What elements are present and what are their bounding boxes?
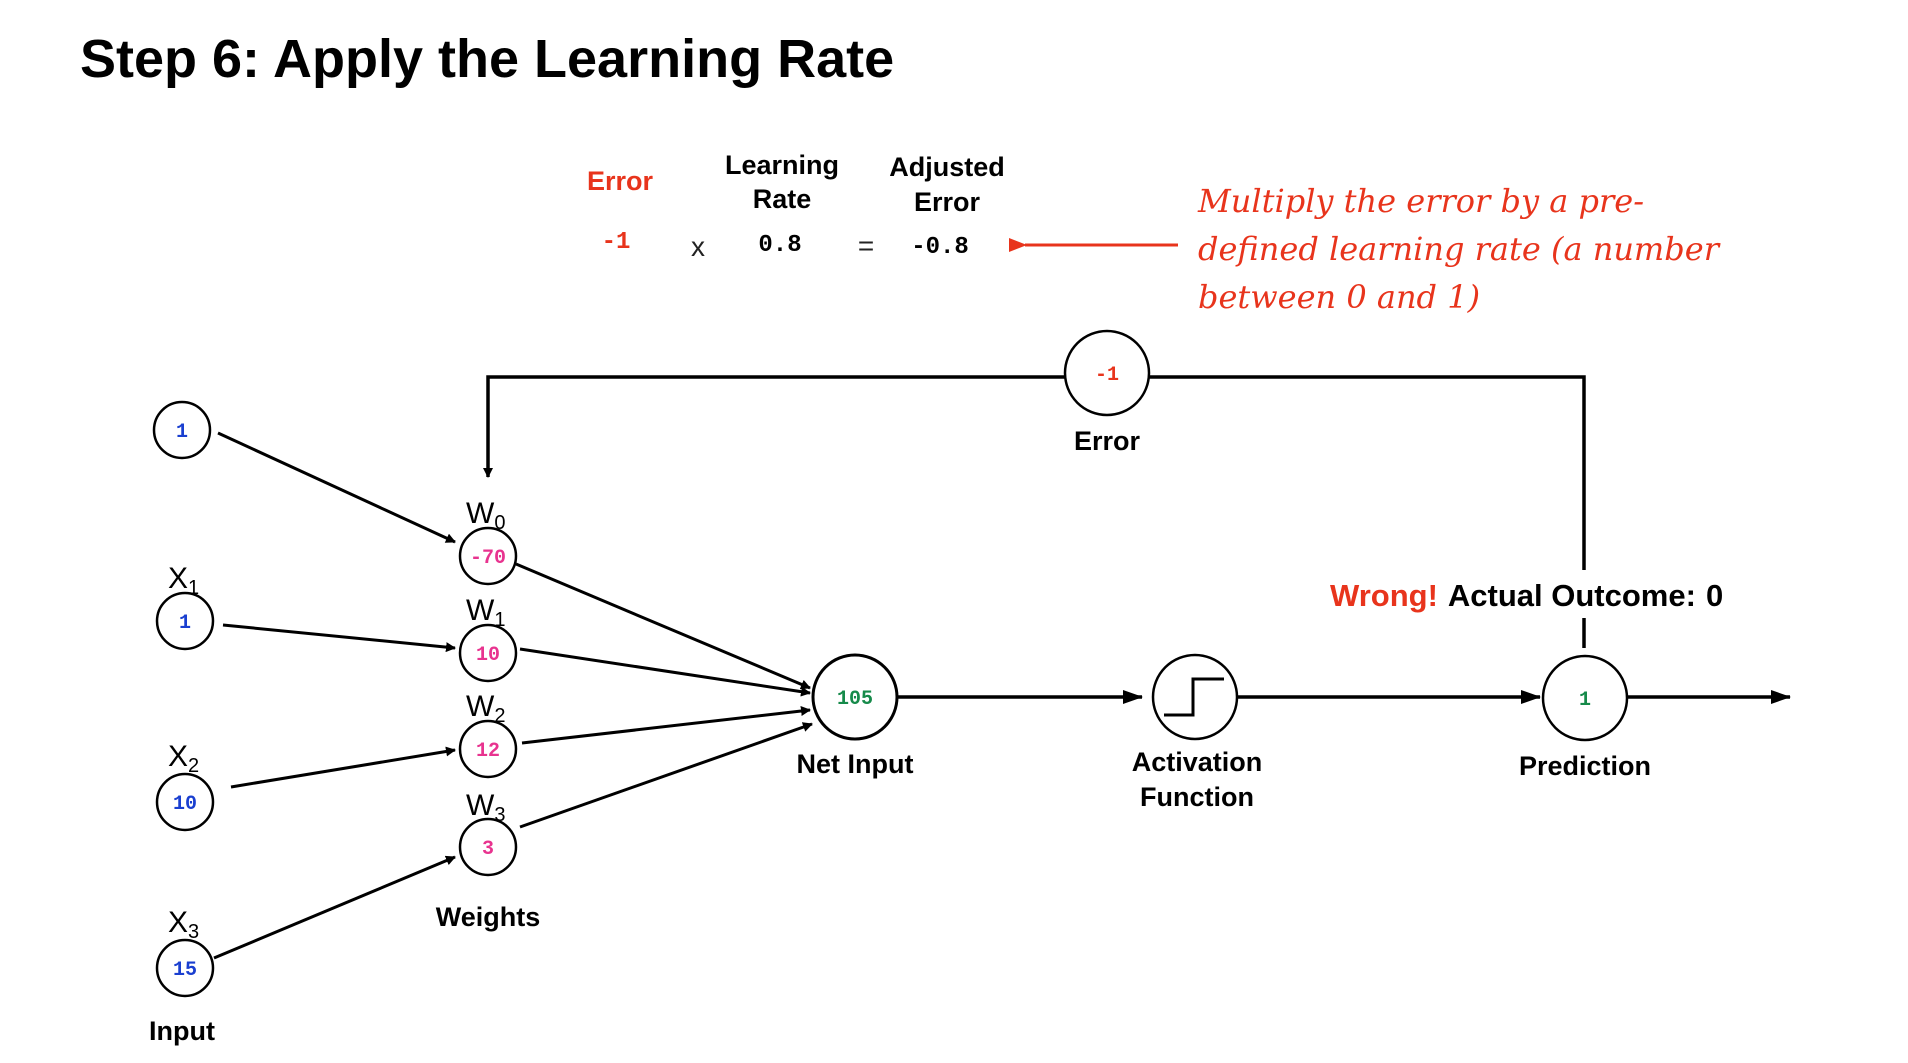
edge-w1-to-net	[519, 647, 811, 697]
formula-adjusted-header-1: Adjusted	[889, 152, 1005, 182]
formula-error-header: Error	[587, 166, 654, 196]
formula-learning-rate-value: 0.8	[758, 232, 801, 259]
actual-outcome-text: Wrong! Actual Outcome: 0	[1330, 578, 1723, 613]
input-x2-node: X2 10	[155, 740, 215, 832]
input-x1-label: X1	[168, 562, 199, 599]
activation-circle	[1151, 653, 1239, 741]
weight-w2-value: 12	[476, 740, 500, 763]
edge-x1-to-w1	[222, 623, 456, 653]
input-x2-label: X2	[168, 740, 199, 777]
actual-outcome-label: Actual Outcome:	[1448, 578, 1696, 613]
note-line-1: Multiply the error by a pre-	[1197, 182, 1644, 220]
input-x3-node: X3 15	[155, 906, 215, 998]
activation-caption-1: Activation	[1132, 747, 1263, 777]
input-x1-node: X1 1	[155, 562, 215, 651]
error-node: -1 Error	[1063, 329, 1151, 456]
step-function-icon	[1164, 677, 1224, 717]
formula-adjusted-value: -0.8	[911, 234, 969, 261]
error-node-value: -1	[1095, 364, 1119, 387]
prediction-circle	[1541, 654, 1629, 742]
prediction-value: 1	[1579, 689, 1591, 712]
weight-w3-value: 3	[482, 838, 494, 861]
formula-learning-rate-header-2: Rate	[753, 184, 812, 214]
weight-w0-node: W0 -70	[458, 497, 518, 586]
formula-error-value: -1	[602, 229, 631, 256]
actual-outcome-value: 0	[1706, 578, 1723, 613]
net-input-node: 105 Net Input	[797, 653, 914, 779]
activation-caption-2: Function	[1140, 782, 1254, 812]
weight-w2-label: W2	[466, 690, 505, 727]
input-bias-node: 1	[152, 400, 212, 460]
edge-x3-to-w3	[213, 855, 456, 960]
input-x2-value: 10	[173, 793, 197, 816]
weight-w0-label: W0	[466, 497, 505, 534]
input-x3-value: 15	[173, 959, 197, 982]
formula-equals-sign: =	[858, 230, 874, 261]
weight-w1-label: W1	[466, 594, 505, 631]
input-x3-label: X3	[168, 906, 199, 943]
note-line-3: between 0 and 1)	[1198, 278, 1480, 316]
edge-bias-to-w0	[217, 431, 456, 544]
activation-node: Activation Function	[1132, 653, 1263, 812]
weight-w2-node: W2 12	[458, 690, 518, 779]
edge-x2-to-w2	[230, 746, 456, 789]
learning-rate-formula: Error Learning Rate Adjusted Error -1 x …	[587, 150, 1005, 262]
weight-w0-value: -70	[470, 547, 506, 570]
formula-times-sign: x	[691, 231, 705, 262]
net-input-value: 105	[837, 688, 873, 711]
edge-w0-to-net	[515, 562, 811, 690]
weight-w3-circle	[458, 817, 518, 877]
weights-caption: Weights	[436, 902, 541, 932]
net-input-caption: Net Input	[797, 749, 914, 779]
net-input-circle	[811, 653, 899, 741]
formula-adjusted-header-2: Error	[914, 187, 981, 217]
prediction-caption: Prediction	[1519, 751, 1651, 781]
formula-learning-rate-header-1: Learning	[725, 150, 839, 180]
error-feedback-line	[483, 375, 1586, 570]
input-bias-circle	[152, 400, 212, 460]
input-x1-circle	[155, 591, 215, 651]
edge-w3-to-net	[519, 722, 813, 829]
error-circle	[1063, 329, 1151, 417]
weight-w1-value: 10	[476, 644, 500, 667]
weight-w1-circle	[458, 623, 518, 683]
input-caption: Input	[149, 1016, 215, 1046]
error-node-caption: Error	[1074, 426, 1141, 456]
page-title: Step 6: Apply the Learning Rate	[80, 29, 894, 89]
weight-w1-node: W1 10	[458, 594, 518, 683]
weight-w2-circle	[458, 719, 518, 779]
edge-w2-to-net	[521, 706, 811, 745]
note-line-2: defined learning rate (a number	[1198, 230, 1721, 268]
input-x3-circle	[155, 938, 215, 998]
input-bias-value: 1	[176, 421, 188, 444]
wrong-label: Wrong!	[1330, 578, 1438, 613]
input-x2-circle	[155, 772, 215, 832]
weight-w3-label: W3	[466, 789, 505, 826]
input-x1-value: 1	[179, 612, 191, 635]
prediction-node: 1 Prediction	[1519, 654, 1651, 781]
annotation-note: Multiply the error by a pre- defined lea…	[1197, 182, 1721, 316]
weight-w0-circle	[458, 526, 518, 586]
weight-w3-node: W3 3	[458, 789, 518, 877]
